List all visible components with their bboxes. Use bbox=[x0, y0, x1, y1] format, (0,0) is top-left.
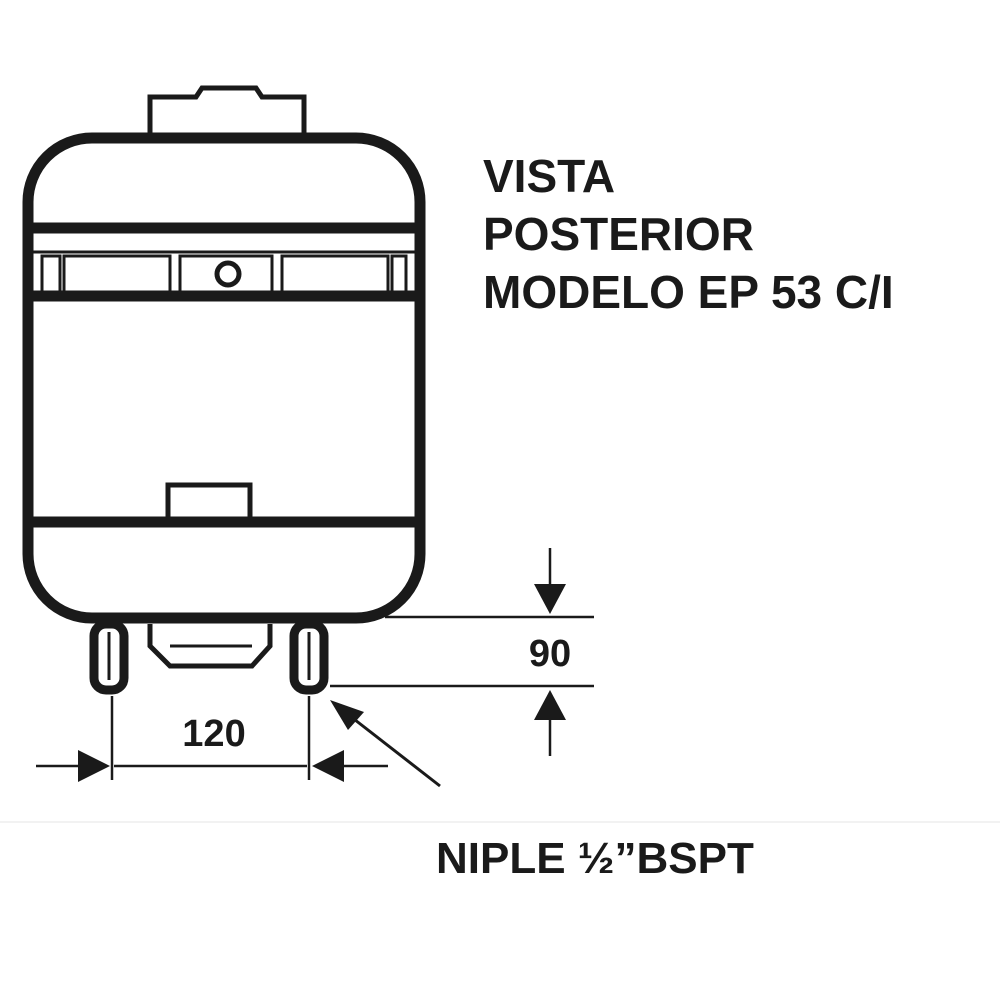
leader-arrow-icon bbox=[330, 700, 364, 730]
lower-band bbox=[28, 482, 420, 528]
band-slot-mid-left bbox=[62, 254, 172, 296]
band-slot-mid-right bbox=[280, 254, 390, 296]
title-line-1: VISTA bbox=[483, 150, 615, 202]
tank-outline bbox=[22, 132, 426, 624]
nipple-left bbox=[89, 619, 129, 695]
band-slot-center bbox=[178, 254, 274, 296]
arrow-up-icon bbox=[534, 690, 566, 720]
height-dimension-label: 90 bbox=[529, 633, 571, 675]
band-slot-right bbox=[390, 254, 408, 296]
drain-fitting bbox=[147, 624, 273, 669]
height-dimension bbox=[330, 548, 594, 756]
upper-band bbox=[28, 222, 420, 302]
nipple-leader bbox=[330, 700, 441, 788]
nipple-caption: NIPLE ½”BSPT bbox=[436, 834, 754, 883]
top-cap bbox=[147, 85, 307, 136]
spacing-dimension-label: 120 bbox=[182, 713, 245, 755]
title-line-3: MODELO EP 53 C/I bbox=[483, 266, 894, 318]
nipple-right bbox=[289, 619, 329, 695]
title-line-2: POSTERIOR bbox=[483, 208, 754, 260]
arrow-left-icon bbox=[312, 750, 344, 782]
spacing-dimension bbox=[36, 696, 388, 782]
arrow-right-icon bbox=[78, 750, 110, 782]
heater-body bbox=[22, 85, 426, 624]
arrow-down-icon bbox=[534, 584, 566, 614]
band-slot-left bbox=[40, 254, 62, 296]
mounting-hole-icon bbox=[214, 260, 242, 288]
bottom-fittings bbox=[89, 619, 329, 695]
center-bracket bbox=[165, 482, 253, 522]
